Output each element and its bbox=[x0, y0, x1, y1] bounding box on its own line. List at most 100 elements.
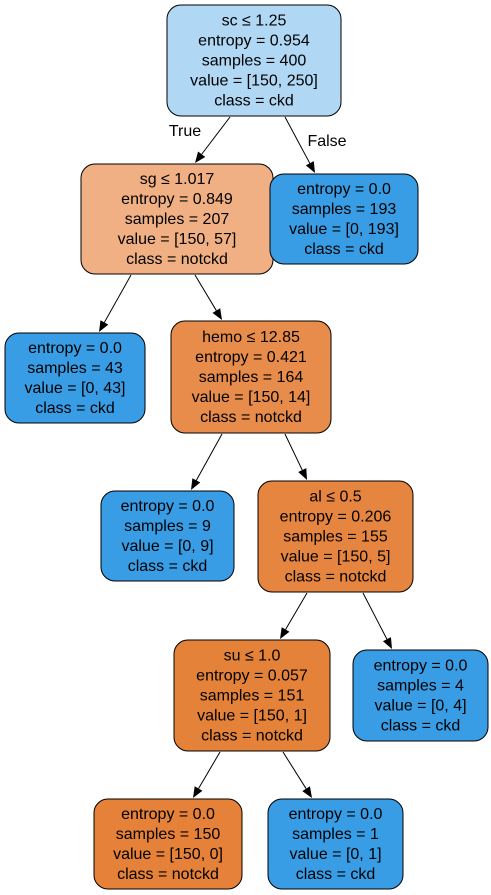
node-entropy: entropy = 0.0 bbox=[289, 806, 383, 823]
node-box bbox=[93, 798, 243, 890]
node-samples: samples = 164 bbox=[199, 369, 304, 386]
edge-line bbox=[103, 274, 132, 323]
node-samples: samples = 4 bbox=[377, 678, 464, 695]
node-value: value = [150, 250] bbox=[190, 73, 318, 90]
node-value: value = [150, 14] bbox=[192, 389, 311, 406]
node-split-condition: al ≤ 0.5 bbox=[309, 489, 361, 506]
node-value: value = [150, 1] bbox=[197, 708, 307, 725]
node-entropy: entropy = 0.849 bbox=[121, 191, 233, 208]
node-class: class = ckd bbox=[35, 400, 115, 417]
edge-line bbox=[362, 592, 388, 640]
nodes-layer: sc ≤ 1.25 entropy = 0.954 samples = 400 val… bbox=[4, 4, 489, 890]
node-box bbox=[100, 490, 235, 582]
edge-n0-n2: False bbox=[284, 116, 347, 173]
node-entropy: entropy = 0.0 bbox=[121, 498, 215, 515]
node-entropy: entropy = 0.0 bbox=[121, 806, 215, 823]
tree-node-n5: entropy = 0.0 samples = 9 value = [0, 9] cl… bbox=[100, 490, 235, 582]
node-samples: samples = 151 bbox=[200, 688, 305, 705]
node-value: value = [0, 193] bbox=[289, 221, 399, 238]
tree-node-n1: sg ≤ 1.017 entropy = 0.849 samples = 207 va… bbox=[80, 163, 274, 275]
node-box bbox=[170, 320, 332, 434]
node-entropy: entropy = 0.057 bbox=[196, 668, 308, 685]
node-entropy: entropy = 0.954 bbox=[198, 33, 310, 50]
node-samples: samples = 9 bbox=[124, 518, 211, 535]
node-box bbox=[267, 798, 404, 890]
node-class: class = ckd bbox=[214, 93, 294, 110]
edges-layer: True False bbox=[99, 116, 392, 798]
edge-n7-n9 bbox=[193, 751, 221, 798]
node-split-condition: hemo ≤ 12.85 bbox=[202, 329, 300, 346]
node-split-condition: su ≤ 1.0 bbox=[224, 648, 281, 665]
node-class: class = notckd bbox=[200, 409, 302, 426]
node-class: class = notckd bbox=[285, 569, 387, 586]
node-value: value = [0, 43] bbox=[25, 380, 126, 397]
node-samples: samples = 155 bbox=[283, 529, 388, 546]
node-box bbox=[352, 649, 489, 742]
edge-line bbox=[284, 433, 303, 471]
node-entropy: entropy = 0.421 bbox=[195, 349, 307, 366]
node-entropy: entropy = 0.0 bbox=[297, 181, 391, 198]
edge-line bbox=[198, 751, 221, 789]
node-class: class = ckd bbox=[304, 241, 384, 258]
node-value: value = [150, 5] bbox=[281, 549, 391, 566]
node-entropy: entropy = 0.206 bbox=[280, 509, 392, 526]
node-value: value = [150, 0] bbox=[113, 846, 223, 863]
edge-label-false: False bbox=[307, 133, 346, 150]
node-entropy: entropy = 0.0 bbox=[28, 340, 122, 357]
arrowhead-icon bbox=[305, 161, 315, 173]
arrowhead-icon bbox=[191, 478, 201, 490]
node-class: class = ckd bbox=[296, 866, 376, 883]
node-class: class = notckd bbox=[126, 251, 228, 268]
tree-node-n10: entropy = 0.0 samples = 1 value = [0, 1] cl… bbox=[267, 798, 404, 890]
edge-line bbox=[282, 751, 307, 789]
node-entropy: entropy = 0.0 bbox=[374, 658, 468, 675]
edge-line bbox=[194, 274, 217, 311]
node-value: value = [0, 4] bbox=[374, 698, 466, 715]
arrowhead-icon bbox=[195, 151, 206, 163]
arrowhead-icon bbox=[382, 637, 392, 649]
edge-n0-n1: True bbox=[169, 116, 231, 163]
node-samples: samples = 193 bbox=[292, 201, 397, 218]
node-box bbox=[166, 4, 342, 117]
edge-n6-n7 bbox=[280, 592, 308, 639]
edge-n7-n10 bbox=[282, 751, 312, 798]
arrowhead-icon bbox=[99, 320, 109, 332]
node-samples: samples = 400 bbox=[202, 53, 307, 70]
node-samples: samples = 150 bbox=[116, 826, 221, 843]
node-samples: samples = 207 bbox=[125, 211, 230, 228]
edge-line bbox=[284, 116, 311, 164]
edge-line bbox=[201, 116, 231, 155]
tree-node-n3: entropy = 0.0 samples = 43 value = [0, 43]… bbox=[4, 332, 146, 424]
node-class: class = notckd bbox=[201, 728, 303, 745]
tree-node-n4: hemo ≤ 12.85 entropy = 0.421 samples = 164… bbox=[170, 320, 332, 434]
tree-node-n0: sc ≤ 1.25 entropy = 0.954 samples = 400 val… bbox=[166, 4, 342, 117]
node-class: class = ckd bbox=[128, 558, 208, 575]
edge-n1-n4 bbox=[194, 274, 222, 320]
node-samples: samples = 1 bbox=[292, 826, 379, 843]
edge-n4-n5 bbox=[191, 433, 223, 490]
tree-node-n9: entropy = 0.0 samples = 150 value = [150, … bbox=[93, 798, 243, 890]
tree-node-n2: entropy = 0.0 samples = 193 value = [0, 19… bbox=[269, 173, 419, 265]
arrowhead-icon bbox=[212, 308, 222, 320]
edge-n4-n6 bbox=[284, 433, 307, 480]
arrowhead-icon bbox=[302, 786, 312, 798]
edge-line bbox=[285, 592, 308, 630]
node-value: value = [0, 1] bbox=[289, 846, 381, 863]
node-box bbox=[173, 639, 331, 752]
tree-node-n6: al ≤ 0.5 entropy = 0.206 samples = 155 valu… bbox=[257, 480, 414, 593]
tree-node-n7: su ≤ 1.0 entropy = 0.057 samples = 151 valu… bbox=[173, 639, 331, 752]
node-split-condition: sc ≤ 1.25 bbox=[222, 13, 287, 30]
node-split-condition: sg ≤ 1.017 bbox=[140, 171, 215, 188]
node-value: value = [150, 57] bbox=[118, 231, 237, 248]
arrowhead-icon bbox=[280, 627, 290, 639]
arrowhead-icon bbox=[298, 468, 307, 480]
node-class: class = notckd bbox=[117, 866, 219, 883]
edge-n6-n8 bbox=[362, 592, 392, 649]
node-box bbox=[269, 173, 419, 265]
edge-line bbox=[195, 433, 223, 481]
node-samples: samples = 43 bbox=[27, 360, 123, 377]
edge-n1-n3 bbox=[99, 274, 132, 332]
node-value: value = [0, 9] bbox=[121, 538, 213, 555]
